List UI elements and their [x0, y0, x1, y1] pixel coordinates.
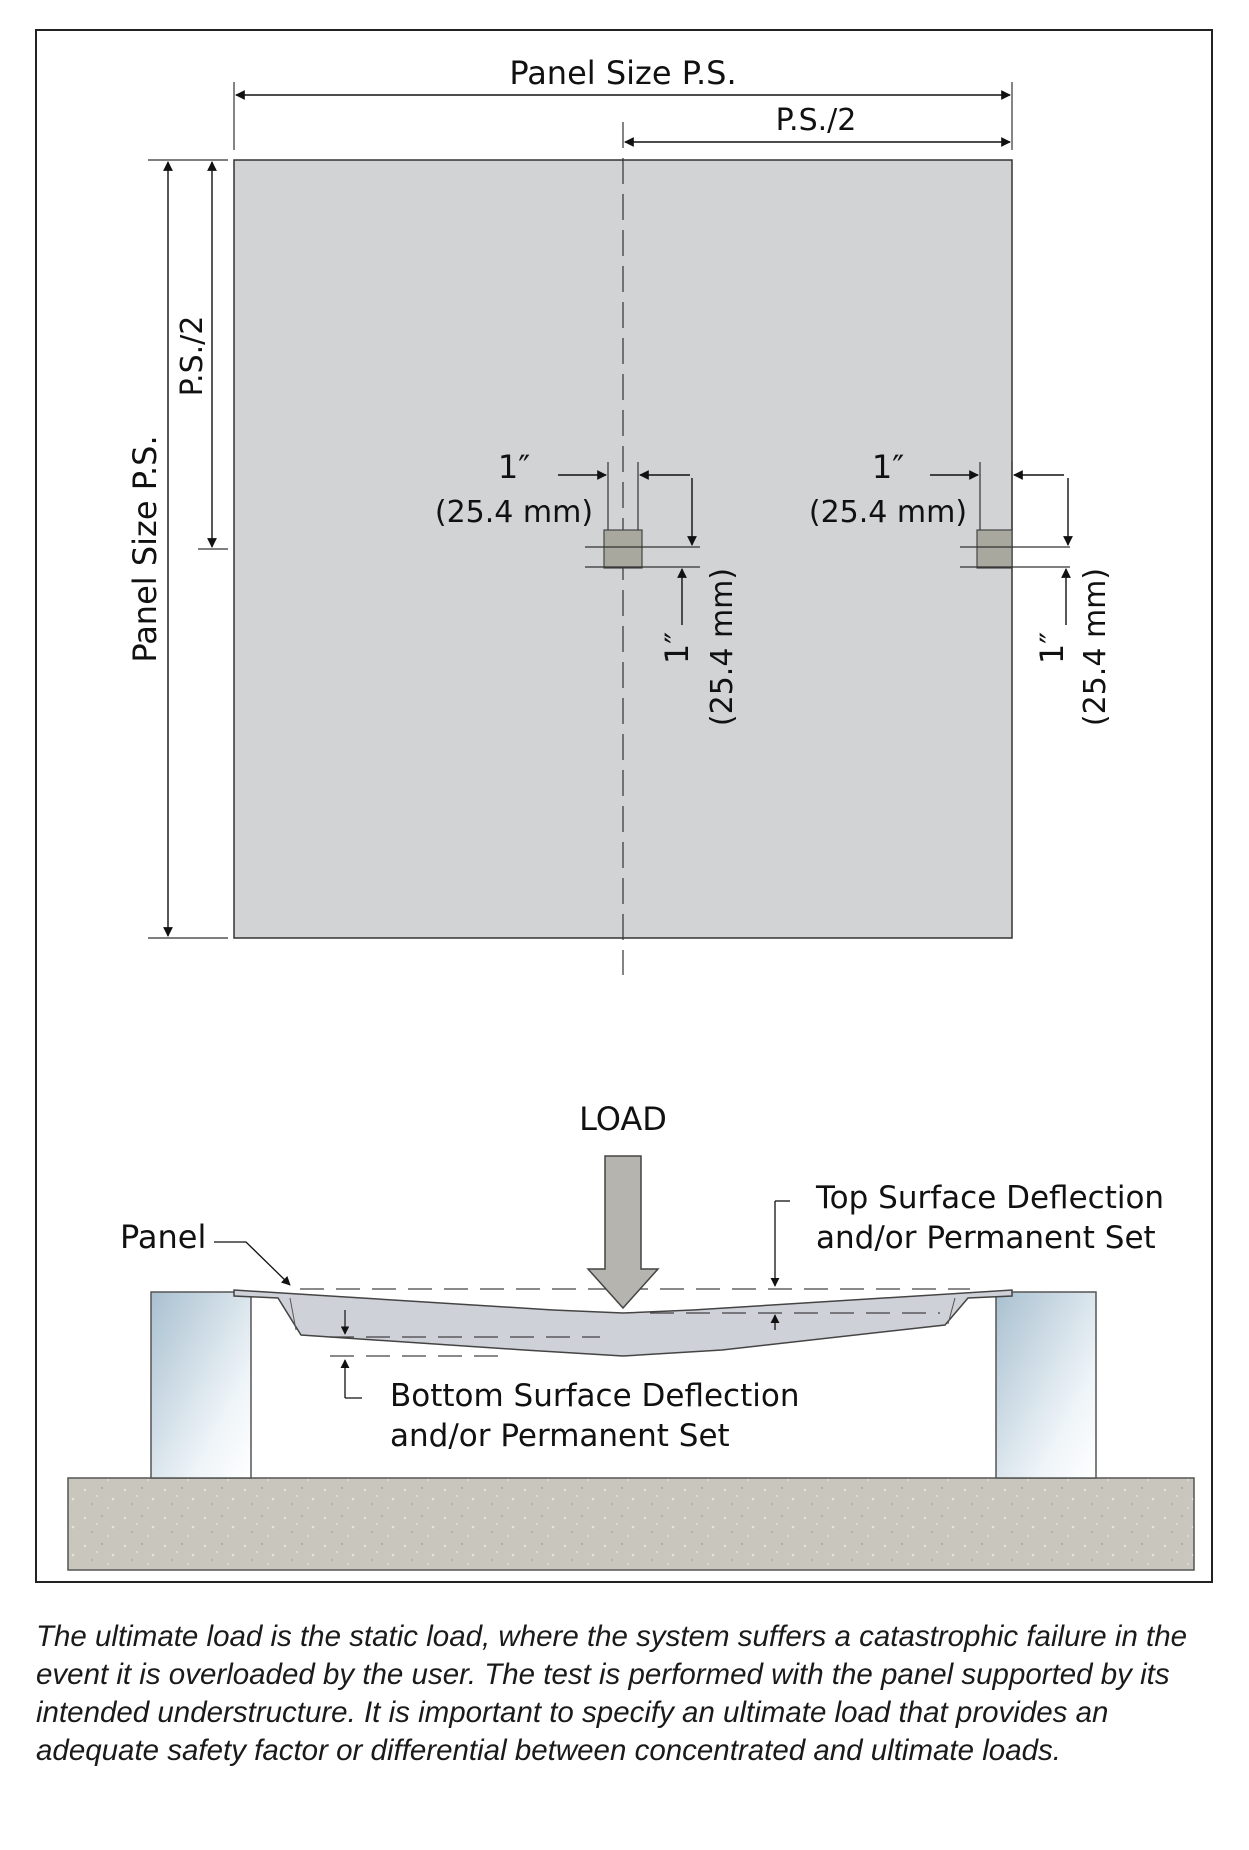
center-point-v-inch: 1″ — [658, 632, 696, 664]
deflected-panel — [233, 1289, 1013, 1357]
panel-size-label-v: Panel Size P.S. — [126, 435, 164, 662]
edge-point-h-inch: 1″ — [872, 448, 904, 486]
panel-size-label-h: Panel Size P.S. — [509, 54, 736, 92]
edge-point-h-mm: (25.4 mm) — [809, 495, 967, 530]
panel-label: Panel — [120, 1218, 206, 1256]
center-load-point — [558, 462, 700, 625]
support-post-left — [150, 1291, 252, 1479]
load-label: LOAD — [579, 1100, 667, 1138]
center-point-h-inch: 1″ — [498, 448, 530, 486]
bottom-deflection-label-line1: Bottom Surface Deflection — [390, 1378, 799, 1414]
panel-leader — [214, 1241, 291, 1286]
center-point-v-mm: (25.4 mm) — [705, 568, 740, 726]
edge-load-point — [930, 462, 1073, 625]
half-size-label-v: P.S./2 — [175, 316, 210, 397]
ultimate-load-test-diagram: Panel Size P.S. P.S./2 Panel Size P.S. P… — [35, 29, 1213, 1583]
top-deflection-label-line2: and/or Permanent Set — [816, 1220, 1156, 1256]
floor-slab — [67, 1477, 1195, 1571]
figure-frame — [35, 29, 1213, 1583]
load-arrow — [586, 1155, 660, 1310]
support-post-right — [995, 1291, 1097, 1479]
half-size-label-h: P.S./2 — [776, 103, 857, 138]
top-deflection-label-line1: Top Surface Deflection — [815, 1180, 1164, 1216]
edge-point-v-inch: 1″ — [1033, 632, 1071, 664]
edge-point-v-mm: (25.4 mm) — [1078, 568, 1113, 726]
bottom-deflection-label-line2: and/or Permanent Set — [390, 1418, 730, 1454]
figure-caption: The ultimate load is the static load, wh… — [36, 1620, 1188, 1767]
center-point-h-mm: (25.4 mm) — [435, 495, 593, 530]
